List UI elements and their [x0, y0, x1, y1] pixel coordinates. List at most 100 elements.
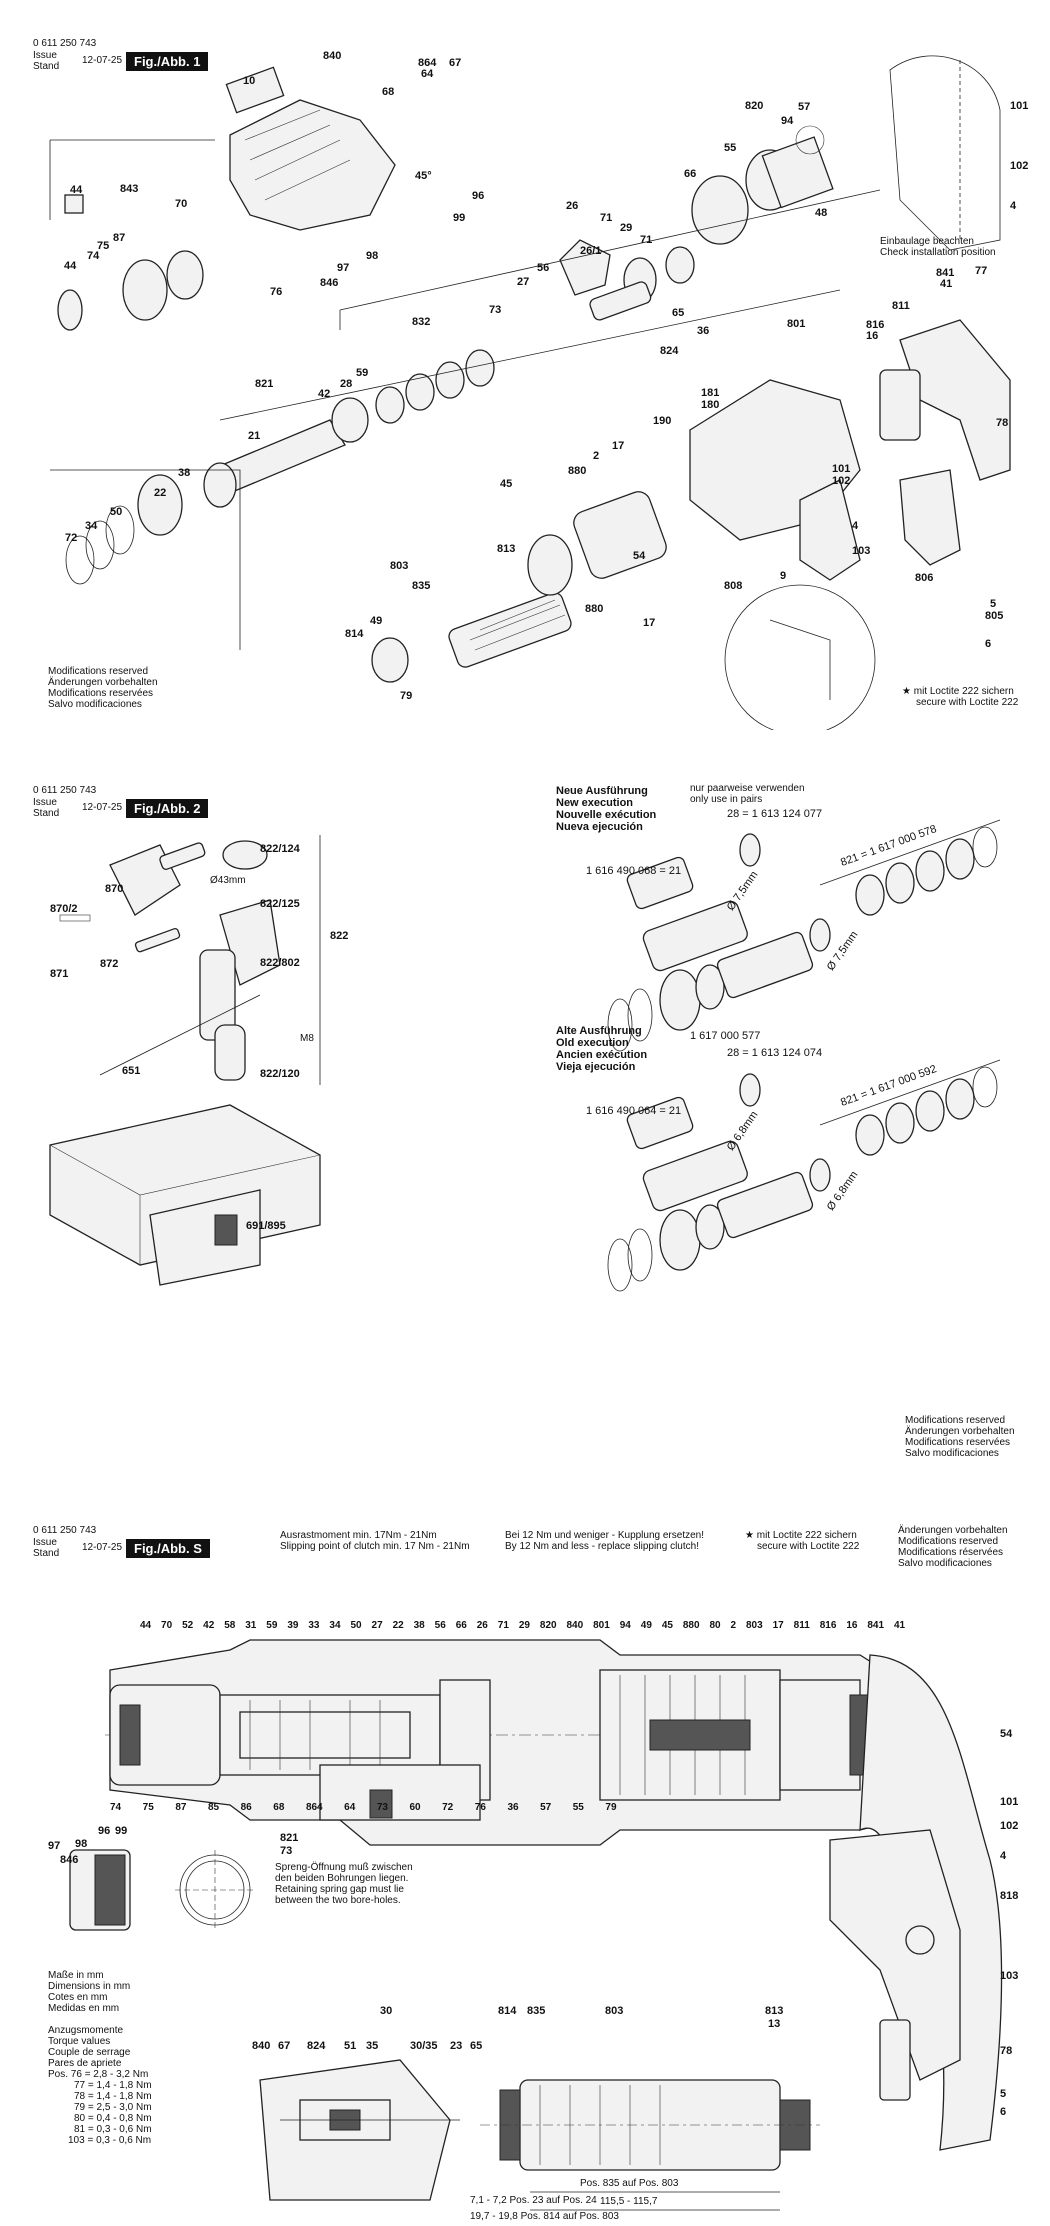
- callout-label: 841: [867, 1620, 885, 1631]
- detail-label: 73: [280, 1845, 293, 1857]
- callout-label: 36: [697, 325, 710, 337]
- acc-label: 870/2: [50, 903, 78, 915]
- callout-label: 6: [985, 638, 992, 650]
- torque-value: 78 = 1,4 - 1,8 Nm: [74, 2091, 152, 2102]
- coupling-line: Bei 12 Nm und weniger - Kupplung ersetze…: [505, 1530, 705, 1541]
- loctite-note: ★ mit Loctite 222 sichern secure with Lo…: [745, 1530, 859, 1552]
- callout-label: 55: [724, 142, 737, 154]
- callout-label: 821: [255, 378, 274, 390]
- callout-label: 17: [643, 617, 656, 629]
- callout-label: 880: [585, 603, 604, 615]
- measure-label: Pos. 835 auf Pos. 803: [580, 2178, 679, 2189]
- callout-label: 49: [640, 1620, 652, 1631]
- side-label: 78: [1000, 2045, 1013, 2057]
- spring-line: Spreng-Öffnung muß zwischen: [275, 1862, 413, 1873]
- mods-line: Modifications reservées: [905, 1437, 1011, 1448]
- callout-label: 57: [540, 1802, 552, 1813]
- detail-label: 840: [252, 2040, 271, 2052]
- callout-label: 87: [113, 232, 126, 244]
- acc-label: 651: [122, 1065, 141, 1077]
- side-label: 102: [1000, 1820, 1019, 1832]
- callout-label: 880: [568, 465, 587, 477]
- callout-label: 86: [240, 1802, 252, 1813]
- callout-label: 33: [308, 1620, 320, 1631]
- callout-label: 75: [142, 1802, 154, 1813]
- code-label: 28 = 1 613 124 074: [727, 1047, 823, 1059]
- callout-label: 22: [154, 487, 167, 499]
- callout-label: 59: [356, 367, 369, 379]
- callout-label: 66: [455, 1620, 467, 1631]
- side-label: 5: [1000, 2088, 1007, 2100]
- acc-label: 871: [50, 968, 69, 980]
- callout-label: 94: [781, 115, 794, 127]
- sectional-view-fig-s: [69, 1639, 1003, 2211]
- acc-label: 822: [330, 930, 349, 942]
- measure-label: 7,1 - 7,2 Pos. 23 auf Pos. 24: [470, 2195, 597, 2206]
- detail-label: 814: [498, 2005, 517, 2017]
- callout-label: 71: [497, 1620, 509, 1631]
- detail-label: 13: [768, 2018, 781, 2030]
- mods-line: Modifications réservées: [898, 1547, 1004, 1558]
- callout-label: 73: [489, 304, 502, 316]
- callout-label: 94: [619, 1620, 631, 1631]
- old-execution-title: Alte Ausführung Old execution Ancien exé…: [556, 1025, 647, 1073]
- callout-label: 835: [412, 580, 431, 592]
- callout-label: 85: [207, 1802, 220, 1813]
- mods-line: Salvo modificaciones: [905, 1448, 999, 1459]
- callout-label: 4: [852, 520, 859, 532]
- acc-label: Ø43mm: [210, 875, 246, 886]
- code-label: 28 = 1 613 124 077: [727, 808, 823, 820]
- callout-label: 70: [161, 1620, 173, 1631]
- callout-label: 98: [366, 250, 379, 262]
- sheet-fig-1: 0 611 250 743 Issue Stand 12-07-25 Fig./…: [0, 0, 1050, 730]
- callout-label: 57: [798, 101, 811, 113]
- callout-label: 54: [633, 550, 646, 562]
- accessory-view-fig-2: [49, 819, 1001, 1292]
- callout-label: 17: [772, 1620, 784, 1631]
- callout-label: 45°: [415, 170, 432, 182]
- detail-label: 835: [527, 2005, 546, 2017]
- loctite-line: secure with Loctite 222: [757, 1541, 860, 1552]
- callout-label: 824: [660, 345, 679, 357]
- callout-label: 42: [203, 1620, 215, 1631]
- callout-label: 29: [518, 1620, 530, 1631]
- callout-label: 75: [97, 240, 110, 252]
- new-exec-line: Neue Ausführung: [556, 785, 648, 797]
- callout-label: 64: [421, 68, 434, 80]
- issue-date: 12-07-25: [82, 802, 123, 813]
- code-label: 1 616 490 068 = 21: [586, 865, 682, 877]
- new-execution-title: Neue Ausführung New execution Nouvelle e…: [556, 785, 656, 833]
- figure-title: Fig./Abb. 2: [126, 799, 209, 818]
- callout-label: 70: [175, 198, 188, 210]
- callout-label: 811: [793, 1620, 810, 1631]
- callout-label: 816: [819, 1620, 837, 1631]
- callout-label: 56: [537, 262, 550, 274]
- new-exec-line: New execution: [556, 797, 634, 809]
- exploded-view-fig-1: [49, 55, 1011, 730]
- mods-line: Salvo modificaciones: [898, 1558, 992, 1569]
- code-label: 1 616 490 064 = 21: [586, 1105, 682, 1117]
- torque-value: Pos. 76 = 2,8 - 3,2 Nm: [48, 2069, 149, 2080]
- callout-label: 803: [746, 1620, 763, 1631]
- torque-value: 81 = 0,3 - 0,6 Nm: [74, 2124, 152, 2135]
- callout-label: 2: [730, 1620, 737, 1631]
- coupling-line: By 12 Nm and less - replace slipping clu…: [505, 1541, 699, 1552]
- callout-label: 843: [120, 183, 139, 195]
- callout-label: 96: [472, 190, 485, 202]
- callout-label: 36: [507, 1802, 519, 1813]
- callout-label: 101: [1010, 100, 1029, 112]
- callout-label: 806: [915, 572, 934, 584]
- stand-label: Stand: [33, 808, 60, 819]
- callout-label: 21: [248, 430, 261, 442]
- detail-label: 99: [115, 1825, 128, 1837]
- callout-label: 5: [990, 598, 997, 610]
- loctite-line: secure with Loctite 222: [916, 697, 1019, 708]
- callout-label: 864: [305, 1802, 323, 1813]
- torque-head-line: Pares de apriete: [48, 2058, 122, 2069]
- callout-label: 44: [140, 1620, 152, 1631]
- callout-label: 64: [344, 1802, 356, 1813]
- part-number: 0 611 250 743: [33, 785, 97, 796]
- callout-label: 102: [1010, 160, 1029, 172]
- slip-line: Ausrastmoment min. 17Nm - 21Nm: [280, 1530, 437, 1541]
- detail-label: 67: [278, 2040, 291, 2052]
